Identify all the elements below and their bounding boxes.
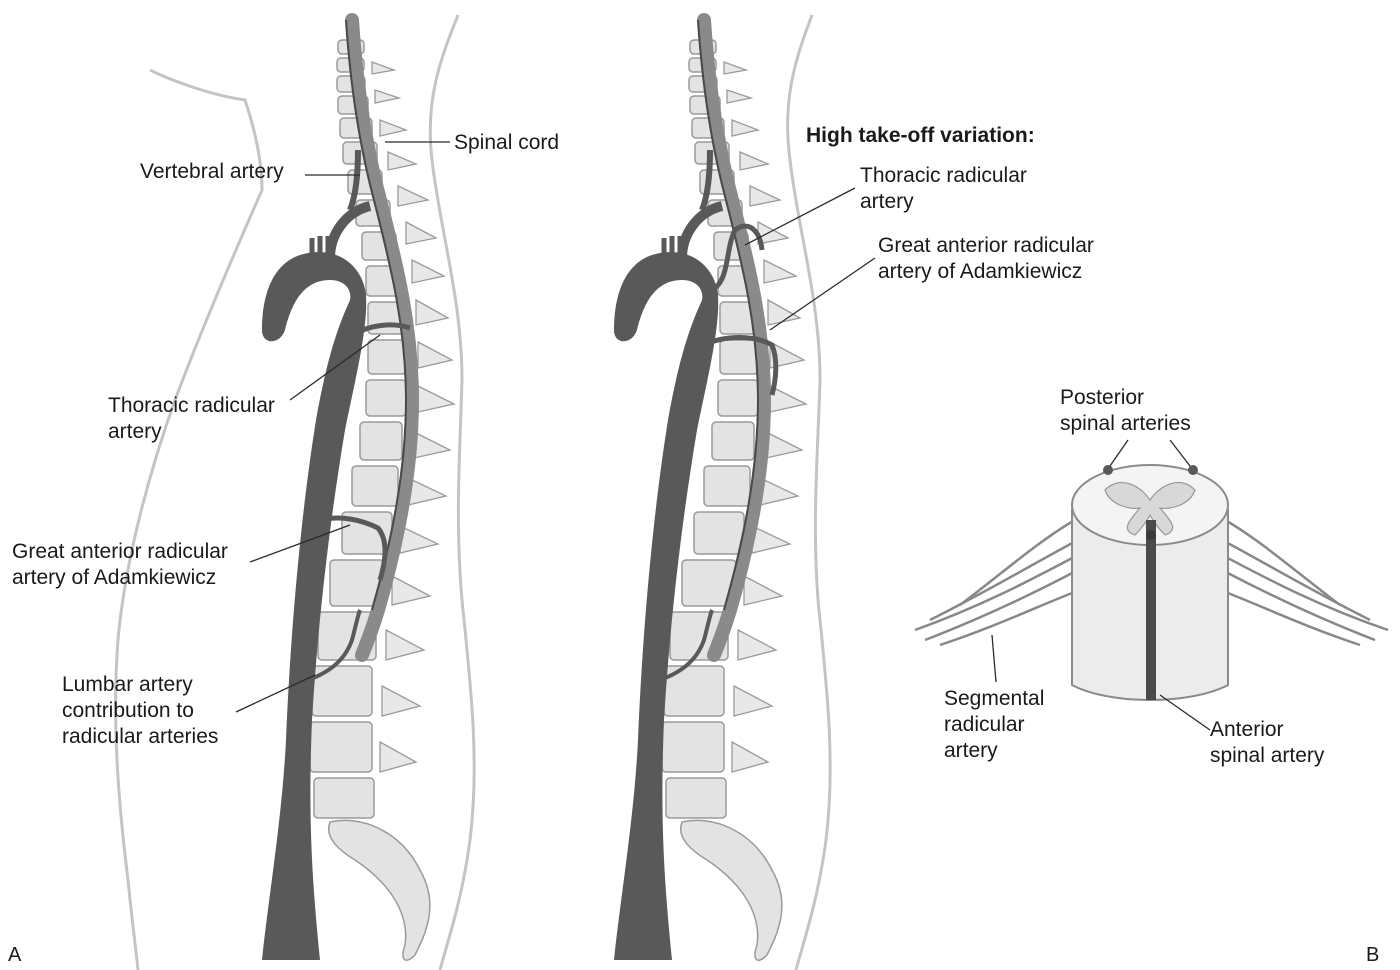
panel-letter-a: A — [8, 944, 21, 967]
label-line: Lumbar artery — [62, 672, 218, 698]
label-vertebral-artery: Vertebral artery — [140, 159, 284, 185]
label-vertebral-artery-text: Vertebral artery — [140, 159, 284, 185]
label-adamkiewicz-a: Great anterior radicular artery of Adamk… — [12, 539, 228, 591]
label-line: Posterior — [1060, 385, 1191, 411]
label-thoracic-radicular-a: Thoracic radicular artery — [108, 393, 275, 445]
heading-high-takeoff: High take-off variation: — [806, 123, 1035, 149]
label-line: contribution to — [62, 698, 218, 724]
label-line: Great anterior radicular — [12, 539, 228, 565]
label-line: spinal arteries — [1060, 411, 1191, 437]
body-outline-back-mid — [788, 15, 831, 970]
posterior-spinal-artery-left — [1103, 465, 1113, 475]
leader-lines-mid — [745, 188, 875, 330]
label-spinal-cord: Spinal cord — [454, 130, 559, 156]
label-line: Great anterior radicular — [878, 233, 1094, 259]
anterior-spinal-artery-top — [1146, 530, 1156, 540]
label-line: Anterior — [1210, 717, 1324, 743]
anterior-spinal-artery — [1146, 520, 1156, 700]
label-line: Thoracic radicular — [108, 393, 275, 419]
label-anterior-spinal: Anterior spinal artery — [1210, 717, 1324, 769]
arch-vessel-stumps — [312, 236, 328, 258]
body-outline-front — [116, 70, 262, 970]
label-thoracic-radicular-mid: Thoracic radicular artery — [860, 163, 1027, 215]
label-line: Segmental — [944, 686, 1044, 712]
label-line: radicular arteries — [62, 724, 218, 750]
label-line: spinal artery — [1210, 743, 1324, 769]
panel-mid-figure — [614, 15, 875, 970]
label-line: artery of Adamkiewicz — [878, 259, 1094, 285]
label-line: Thoracic radicular — [860, 163, 1027, 189]
posterior-spinal-artery-right — [1188, 465, 1198, 475]
label-posterior-spinal: Posterior spinal arteries — [1060, 385, 1191, 437]
label-spinal-cord-text: Spinal cord — [454, 130, 559, 156]
label-line: artery of Adamkiewicz — [12, 565, 228, 591]
arch-vessel-stumps-mid — [664, 236, 680, 258]
label-segmental: Segmental radicular artery — [944, 686, 1044, 764]
label-line: artery — [108, 419, 275, 445]
label-line: radicular — [944, 712, 1044, 738]
panel-letter-b: B — [1366, 944, 1379, 967]
label-lumbar: Lumbar artery contribution to radicular … — [62, 672, 218, 750]
label-line: artery — [860, 189, 1027, 215]
label-adamkiewicz-mid: Great anterior radicular artery of Adamk… — [878, 233, 1094, 285]
label-line: artery — [944, 738, 1044, 764]
